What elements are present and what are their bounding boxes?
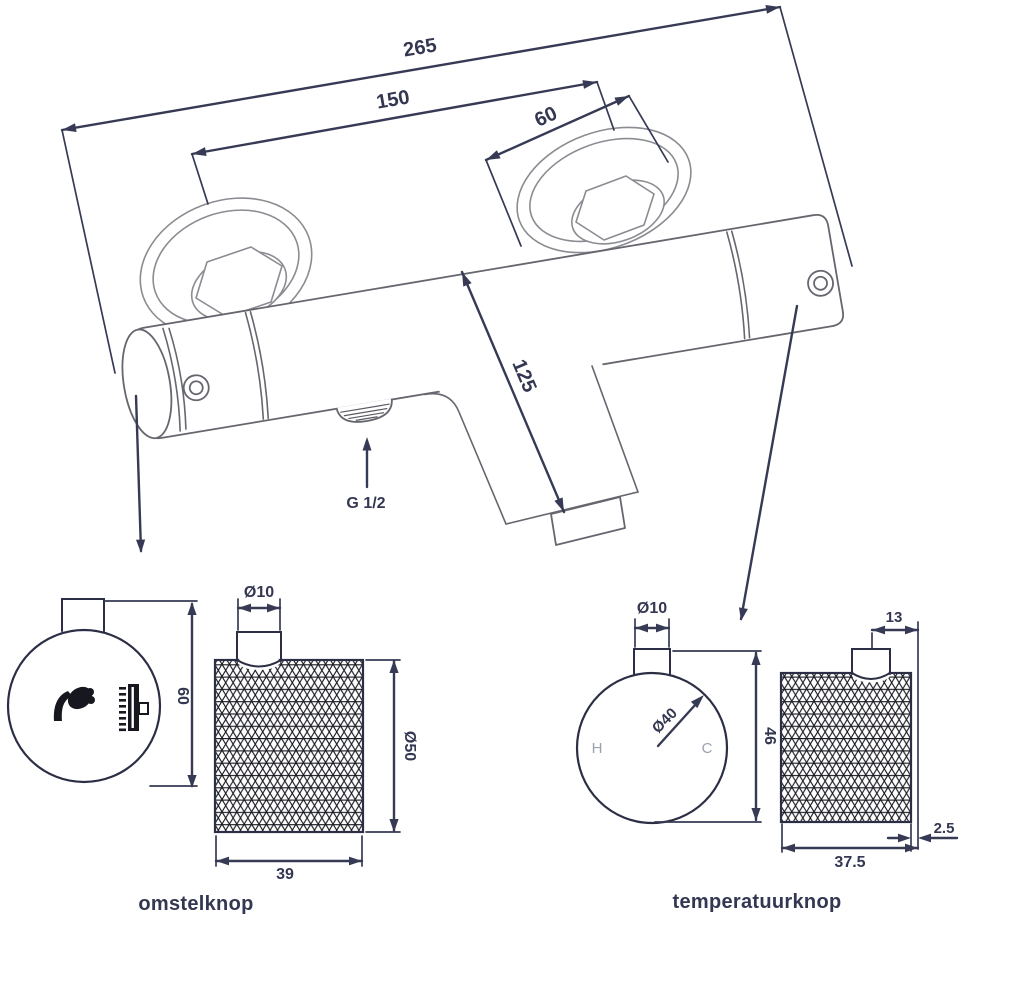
spout [424,365,640,525]
dim-diverter-stem: Ø10 [236,584,282,631]
diverter-stem-side [236,631,282,662]
dim-diverter-stem-label: Ø10 [244,584,274,601]
overhead-shower-icon [119,684,149,732]
dim-diverter-width: 39 [214,835,364,883]
dim-diverter-diameter-label: Ø50 [401,731,418,761]
temperature-knob-detail: H C Ø40 Ø10 [575,600,959,913]
dim-temperature-height: 46 [654,650,778,823]
diverter-knurl-body [213,658,365,834]
thread-label: G 1/2 [346,495,385,512]
dim-temperature-width-label: 37.5 [834,854,865,871]
temperature-side-view: 13 2.5 37.5 [779,609,959,871]
diverter-stem-front [61,598,105,632]
dim-diverter-diameter: Ø50 [365,659,418,833]
dim-temperature-stem-width-label: 13 [886,609,903,626]
diverter-front-view: 60 [6,598,198,788]
knob-joint-left [244,311,265,420]
cold-marker: C [702,740,713,757]
spout-fill [436,356,640,527]
dim-temperature-stem: Ø10 [633,600,671,648]
thread-callout: G 1/2 [346,437,386,512]
dim-diverter-height-label: 60 [174,687,191,705]
diverter-side-view: Ø10 Ø50 39 [213,584,418,883]
hot-marker: H [592,740,603,757]
temperature-knob-label: temperatuurknop [673,891,842,913]
hand-shower-icon [53,686,95,721]
wall-escutcheon-left [139,197,313,337]
temperature-stem-side [851,648,891,675]
faucet-body-details [121,230,834,440]
wall-escutcheon-right [516,126,692,254]
leader-to-diverter-detail [134,394,146,553]
leader-to-temperature-detail [739,304,799,621]
temperature-front-view: H C Ø40 Ø10 [575,600,778,825]
dim-hole-spacing-label: 150 [375,86,412,113]
dim-overall-width: 265 [60,5,853,374]
mounting-nut-right [575,175,655,241]
temperature-stem-front [633,648,671,675]
knob-joint-right [726,231,746,340]
diverter-knob-detail: 60 Ø10 Ø [6,584,418,915]
dim-diverter-width-label: 39 [276,866,294,883]
dim-diverter-height: 60 [103,600,198,788]
temperature-knurl-body [779,671,913,824]
mounting-nut-left [195,246,283,318]
dim-temperature-height-label: 46 [761,727,778,745]
main-view: 265 150 60 125 [60,5,853,621]
dim-overall-width-label: 265 [402,34,439,61]
dim-temperature-stem-width: 13 [870,609,920,850]
dim-temperature-edge-offset: 2.5 [886,820,959,852]
dim-temperature-edge-offset-label: 2.5 [934,820,955,837]
end-cap-face [121,328,173,440]
thread-connection [335,398,393,423]
dim-temperature-width: 37.5 [780,823,920,871]
diverter-knob-label: omstelknop [138,893,253,915]
dim-temperature-stem-label: Ø10 [637,600,667,617]
